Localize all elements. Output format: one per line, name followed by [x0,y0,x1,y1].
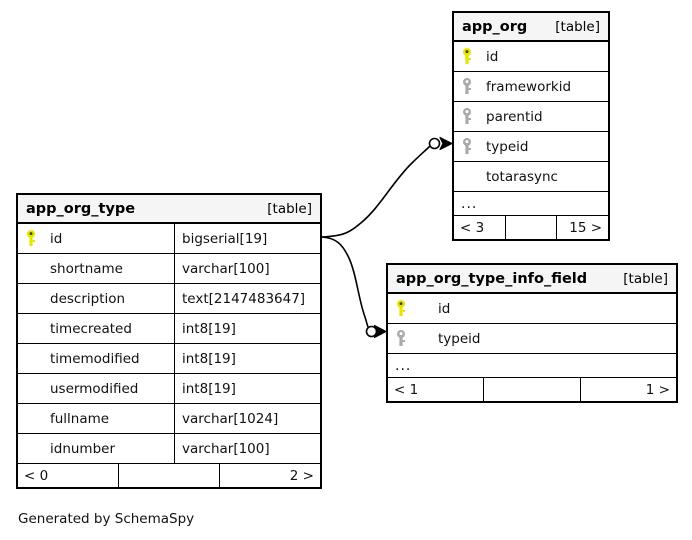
foreign-key-icon [462,108,484,125]
column-cell-name: frameworkid [454,72,608,101]
footer-parents-count[interactable]: < 0 [24,467,49,484]
column-cell-name: id [388,294,676,323]
table-footer: < 1 1 > [388,378,676,401]
table-row[interactable]: idnumber varchar[100] [18,434,320,464]
column-name: fullname [50,410,110,427]
column-datatype: int8[19] [174,374,320,403]
footer-children-count[interactable]: 15 > [556,216,608,239]
column-cell-name: totarasync [454,162,608,191]
column-name: frameworkid [486,78,572,95]
table-name: app_org_type [26,200,136,217]
more-columns-indicator[interactable]: ... [454,192,608,216]
table-row[interactable]: description text[2147483647] [18,284,320,314]
column-name: id [50,230,63,247]
table-row[interactable]: id bigserial[19] [18,224,320,254]
column-cell-name: id [18,224,174,253]
column-cell-name: id [454,42,608,71]
footer-children-count[interactable]: 2 > [219,464,320,487]
table-kind-label: [table] [267,200,312,217]
primary-key-icon [462,48,484,65]
foreign-key-icon [462,78,484,95]
column-cell-name: typeid [454,132,608,161]
relationship-edge-info-field-typeid [321,236,387,339]
diagram-caption: Generated by SchemaSpy [18,511,195,527]
table-kind-label: [table] [555,18,600,35]
table-row[interactable]: timecreated int8[19] [18,314,320,344]
table-row[interactable]: id [388,294,676,324]
footer-parents-count[interactable]: < 3 [460,219,485,236]
table-row[interactable]: fullname varchar[1024] [18,404,320,434]
column-name: usermodified [50,380,139,397]
table-row[interactable]: frameworkid [454,72,608,102]
table-kind-label: [table] [623,270,668,287]
footer-middle [483,378,579,401]
more-columns-indicator[interactable]: ... [388,354,676,378]
footer-children-count[interactable]: 1 > [579,378,676,401]
column-cell-name: usermodified [18,374,174,403]
table-row[interactable]: parentid [454,102,608,132]
column-name: typeid [438,330,481,347]
table-node-app-org-type-info-field[interactable]: app_org_type_info_field [table] id [386,263,678,403]
table-node-app-org[interactable]: app_org [table] id [452,11,610,241]
foreign-key-icon [396,330,436,347]
column-name: timecreated [50,320,132,337]
primary-key-icon [396,300,436,317]
column-datatype: varchar[1024] [174,404,320,433]
foreign-key-icon [462,138,484,155]
table-footer: < 3 15 > [454,216,608,239]
footer-middle [504,216,557,239]
edge-arrowhead [373,324,387,339]
table-node-app-org-type[interactable]: app_org_type [table] id bigserial[19] [16,193,322,489]
column-cell-name: idnumber [18,434,174,463]
table-row[interactable]: usermodified int8[19] [18,374,320,404]
column-name: timemodified [50,350,140,367]
table-row[interactable]: shortname varchar[100] [18,254,320,284]
column-datatype: varchar[100] [174,434,320,463]
table-header-app-org-type-info-field[interactable]: app_org_type_info_field [table] [388,265,676,294]
column-name: parentid [486,108,543,125]
table-row[interactable]: id [454,42,608,72]
relationship-edge-app-org-typeid [321,136,453,238]
table-name: app_org [462,18,528,35]
table-footer: < 0 2 > [18,464,320,487]
footer-parents-count[interactable]: < 1 [394,381,419,398]
column-cell-name: typeid [388,324,676,353]
footer-middle [118,464,219,487]
column-cell-name: fullname [18,404,174,433]
primary-key-icon [26,230,48,247]
table-row[interactable]: timemodified int8[19] [18,344,320,374]
column-name: description [50,290,126,307]
table-row[interactable]: typeid [454,132,608,162]
table-name: app_org_type_info_field [396,270,588,287]
table-header-app-org[interactable]: app_org [table] [454,13,608,42]
column-name: id [486,48,499,65]
column-name: shortname [50,260,123,277]
edge-endpoint-circle [428,137,441,150]
table-row[interactable]: totarasync [454,162,608,192]
column-datatype: text[2147483647] [174,284,320,313]
column-name: typeid [486,138,529,155]
column-datatype: int8[19] [174,314,320,343]
column-cell-name: timemodified [18,344,174,373]
column-cell-name: parentid [454,102,608,131]
column-datatype: int8[19] [174,344,320,373]
table-header-app-org-type[interactable]: app_org_type [table] [18,195,320,224]
table-row[interactable]: typeid [388,324,676,354]
edge-endpoint-circle [365,325,378,338]
column-name: totarasync [486,168,558,185]
column-datatype: varchar[100] [174,254,320,283]
column-datatype: bigserial[19] [174,224,320,253]
column-cell-name: description [18,284,174,313]
edge-arrowhead [439,136,453,151]
column-name: id [438,300,451,317]
column-cell-name: shortname [18,254,174,283]
column-name: idnumber [50,440,116,457]
column-cell-name: timecreated [18,314,174,343]
